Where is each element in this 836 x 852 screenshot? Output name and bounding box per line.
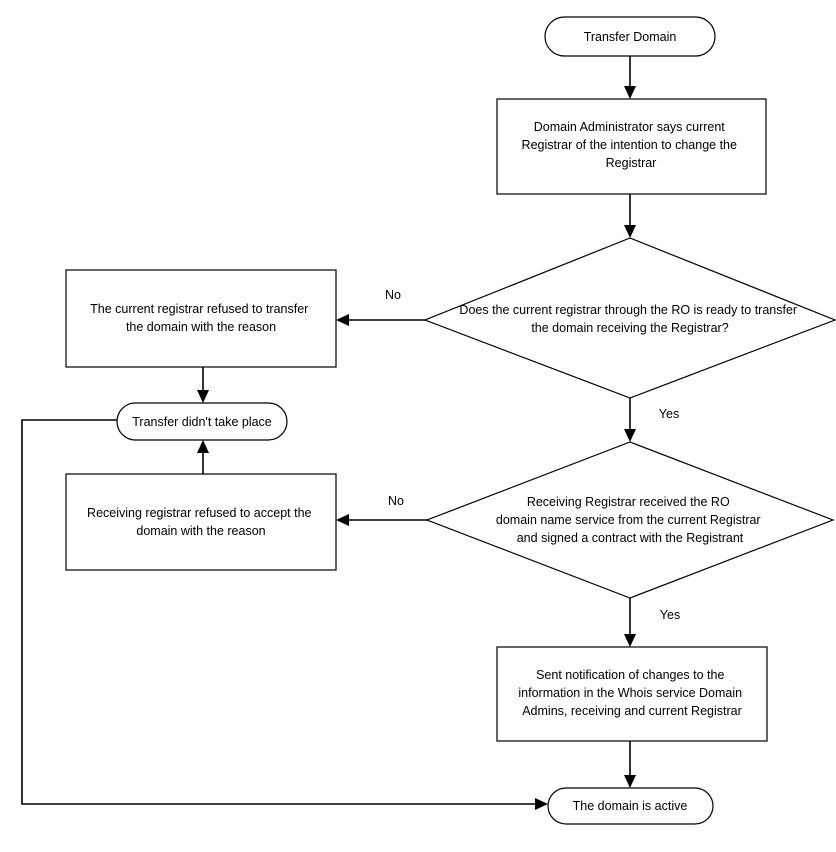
arrowhead [535, 798, 548, 810]
decision-current-registrar-text: Does the current registrar through the R… [459, 303, 800, 335]
arrowhead [336, 314, 349, 326]
arrowhead [336, 514, 349, 526]
start-terminal [544, 16, 716, 57]
arrowhead [624, 429, 636, 442]
decision2-line-1: Receiving Registrar received the RO [527, 495, 730, 509]
arrowhead [624, 225, 636, 238]
decision2-line-2: domain name service from the current Reg… [496, 513, 761, 527]
decision-receiving-registrar [425, 441, 835, 599]
start-label: Transfer Domain [584, 30, 677, 44]
label-yes-decision1: Yes [659, 407, 679, 421]
domain-active-terminal [547, 787, 714, 825]
send-notification-step [496, 646, 768, 742]
receiving-refused-text: Receiving registrar refused to accept th… [87, 506, 315, 538]
notify-line-1: Domain Administrator says current [534, 120, 726, 134]
current-refused-step [65, 269, 337, 368]
arrowhead [624, 775, 636, 788]
receiving-refused-line-2: domain with the reason [136, 524, 265, 538]
label-yes-decision2: Yes [660, 608, 680, 622]
arrowhead [624, 634, 636, 647]
arrowhead [624, 86, 636, 99]
current-refused-line-1: The current registrar refused to transfe… [90, 302, 308, 316]
notify-registrar-step [496, 98, 767, 195]
not-transferred-terminal [116, 402, 288, 441]
notify-registrar-text: Domain Administrator says current Regist… [522, 120, 741, 170]
connector-terminal-to-active [21, 419, 537, 805]
receiving-refused-step [65, 473, 337, 571]
notify-line-2: Registrar of the intention to change the [522, 138, 737, 152]
decision2-line-3: and signed a contract with the Registran… [517, 531, 744, 545]
notify-line-3: Registrar [606, 156, 657, 170]
decision-current-registrar [423, 237, 836, 399]
send-notification-text: Sent notification of changes to the info… [518, 668, 745, 718]
notification-line-3: Admins, receiving and current Registrar [522, 704, 742, 718]
arrowhead [197, 390, 209, 403]
notification-line-1: Sent notification of changes to the [536, 668, 724, 682]
decision1-line-2: the domain receiving the Registrar? [531, 321, 728, 335]
label-no-decision2: No [388, 494, 404, 508]
notification-line-2: information in the Whois service Domain [518, 686, 742, 700]
decision1-line-1: Does the current registrar through the R… [459, 303, 797, 317]
not-transferred-label: Transfer didn't take place [132, 415, 272, 429]
current-refused-line-2: the domain with the reason [126, 320, 276, 334]
label-no-decision1: No [385, 288, 401, 302]
current-refused-text: The current registrar refused to transfe… [90, 302, 312, 334]
arrowhead [197, 440, 209, 453]
decision-receiving-registrar-text: Receiving Registrar received the RO doma… [496, 495, 764, 545]
domain-active-label: The domain is active [573, 799, 688, 813]
receiving-refused-line-1: Receiving registrar refused to accept th… [87, 506, 311, 520]
